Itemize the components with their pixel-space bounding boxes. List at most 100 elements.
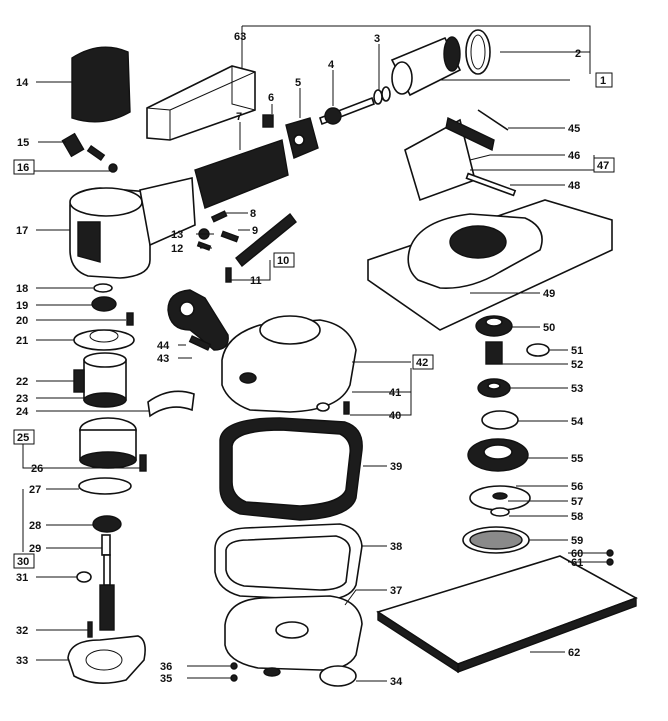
label-36: 36	[160, 661, 172, 673]
parts-18-24-rotor-stack	[73, 283, 195, 418]
box-16	[13, 159, 35, 175]
part-33-gasket	[67, 635, 146, 684]
parts-31-32-keys	[76, 571, 93, 638]
label-35: 35	[160, 673, 172, 685]
part-63-block	[146, 65, 256, 141]
part-1-hose-adapter	[390, 36, 462, 97]
part-38-frame	[214, 523, 363, 601]
label-boxes	[13, 72, 615, 569]
label-11: 11	[250, 275, 262, 287]
label-4: 4	[328, 59, 335, 71]
label-39: 39	[390, 461, 402, 473]
label-33: 33	[16, 655, 28, 667]
part-6-screw	[262, 114, 274, 128]
part-7-brush-block	[194, 139, 289, 209]
label-20: 20	[16, 315, 28, 327]
label-62: 62	[568, 647, 580, 659]
parts-8-9-11-12-13-pins	[196, 210, 240, 283]
parts-56-61-discs	[462, 485, 614, 566]
label-32: 32	[16, 625, 28, 637]
label-17: 17	[16, 225, 28, 237]
label-50: 50	[543, 322, 555, 334]
label-1: 1	[600, 75, 606, 87]
part-39-skirt	[219, 417, 363, 521]
parts-43-44-bracket	[167, 289, 229, 351]
label-63: 63	[234, 31, 246, 43]
label-16: 16	[17, 162, 29, 174]
label-13: 13	[171, 229, 183, 241]
box-25	[13, 429, 35, 445]
part-4-shaft	[318, 96, 376, 126]
box-30	[13, 553, 35, 569]
label-22: 22	[16, 376, 28, 388]
label-26: 26	[31, 463, 43, 475]
label-47: 47	[597, 160, 609, 172]
part-15-16-screws	[61, 132, 118, 173]
parts-50-55-bearing-stack	[467, 315, 550, 472]
label-61: 61	[571, 557, 583, 569]
parts-27-29-spindle	[78, 477, 132, 631]
part-10-plate	[235, 212, 297, 268]
box-47	[593, 157, 615, 173]
label-48: 48	[568, 180, 580, 192]
parts-34-36-clip-screws	[230, 662, 357, 687]
label-46: 46	[568, 150, 580, 162]
label-45: 45	[568, 123, 580, 135]
label-3: 3	[374, 33, 380, 45]
label-27: 27	[29, 484, 41, 496]
label-40: 40	[389, 410, 401, 422]
part-42-base-housing	[221, 315, 357, 415]
box-42	[412, 354, 434, 370]
parts-45-48-clamp-lever	[404, 109, 517, 202]
part-49-base-plate	[367, 199, 613, 331]
label-55: 55	[571, 453, 583, 465]
box-10	[273, 252, 295, 268]
label-30: 30	[17, 556, 29, 568]
label-10: 10	[277, 255, 289, 267]
label-60: 60	[571, 548, 583, 560]
part-37-pad-plate	[224, 595, 363, 677]
label-15: 15	[17, 137, 29, 149]
label-6: 6	[268, 92, 274, 104]
label-54: 54	[571, 416, 584, 428]
part-2-clamp	[465, 29, 491, 75]
label-2: 2	[575, 48, 581, 60]
label-18: 18	[16, 283, 28, 295]
label-19: 19	[16, 300, 28, 312]
label-8: 8	[250, 208, 256, 220]
part-17-housing	[69, 177, 196, 279]
label-59: 59	[571, 535, 583, 547]
label-23: 23	[16, 393, 28, 405]
label-44: 44	[157, 340, 170, 352]
label-52: 52	[571, 359, 583, 371]
label-51: 51	[571, 345, 583, 357]
label-38: 38	[390, 541, 402, 553]
label-56: 56	[571, 481, 583, 493]
label-41: 41	[389, 387, 401, 399]
part-14-foam-filter	[71, 46, 131, 123]
label-43: 43	[157, 353, 169, 365]
label-25: 25	[17, 432, 29, 444]
part-labels: 1 2 3 4 5 6 7 8 9 10 11 12 13 14 15 16 1…	[16, 31, 609, 688]
label-34: 34	[390, 676, 403, 688]
part-62-sanding-pad	[376, 555, 638, 674]
label-29: 29	[29, 543, 41, 555]
label-42: 42	[416, 357, 428, 369]
label-24: 24	[16, 406, 29, 418]
label-28: 28	[29, 520, 41, 532]
label-5: 5	[295, 77, 301, 89]
label-57: 57	[571, 496, 583, 508]
label-31: 31	[16, 572, 28, 584]
label-49: 49	[543, 288, 555, 300]
label-58: 58	[571, 511, 583, 523]
label-7: 7	[236, 111, 242, 123]
label-9: 9	[252, 225, 258, 237]
part-25-fan-housing	[79, 417, 147, 472]
box-1	[595, 72, 613, 88]
label-37: 37	[390, 585, 402, 597]
label-14: 14	[16, 77, 29, 89]
label-12: 12	[171, 243, 183, 255]
part-3-o-rings	[373, 86, 391, 105]
